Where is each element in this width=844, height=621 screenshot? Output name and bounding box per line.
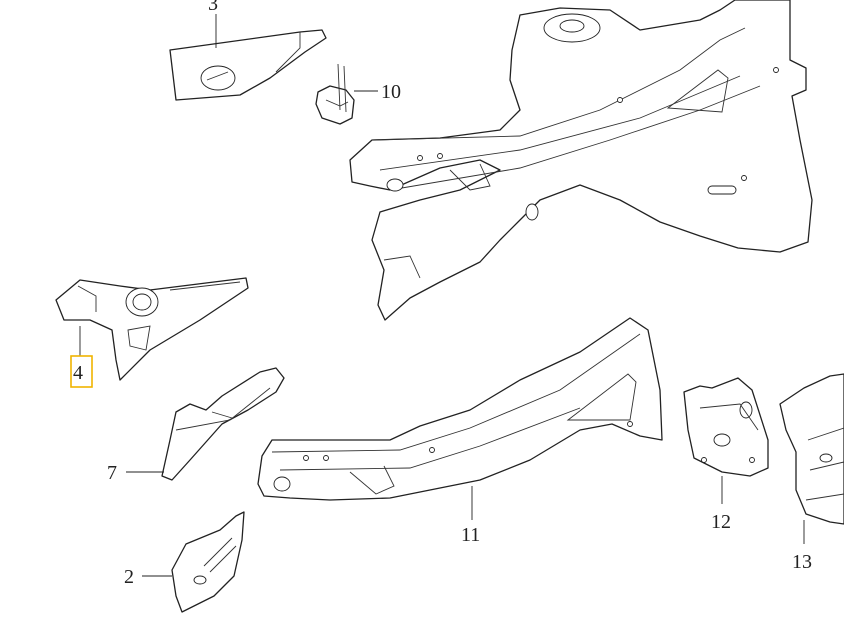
part-7-reinforcement[interactable] bbox=[161, 367, 285, 481]
part-3-bracket[interactable] bbox=[169, 29, 327, 101]
callout-3: 3 bbox=[208, 0, 218, 15]
callout-4: 4 bbox=[73, 362, 83, 384]
part-12-plate[interactable] bbox=[683, 377, 769, 477]
callout-13: 13 bbox=[792, 551, 812, 573]
callout-12: 12 bbox=[711, 511, 731, 533]
callout-2: 2 bbox=[124, 566, 134, 588]
part-2-plate[interactable] bbox=[171, 511, 245, 613]
callout-11: 11 bbox=[461, 524, 480, 546]
front-structure-assembly bbox=[349, 0, 813, 321]
part-10-clip[interactable] bbox=[315, 63, 355, 125]
part-4-bracket[interactable] bbox=[55, 277, 249, 381]
callout-4-highlight bbox=[70, 355, 93, 388]
part-11-rail[interactable] bbox=[257, 317, 663, 501]
part-13-plate[interactable] bbox=[779, 373, 844, 525]
callout-10: 10 bbox=[381, 81, 401, 103]
callout-7: 7 bbox=[107, 462, 117, 484]
